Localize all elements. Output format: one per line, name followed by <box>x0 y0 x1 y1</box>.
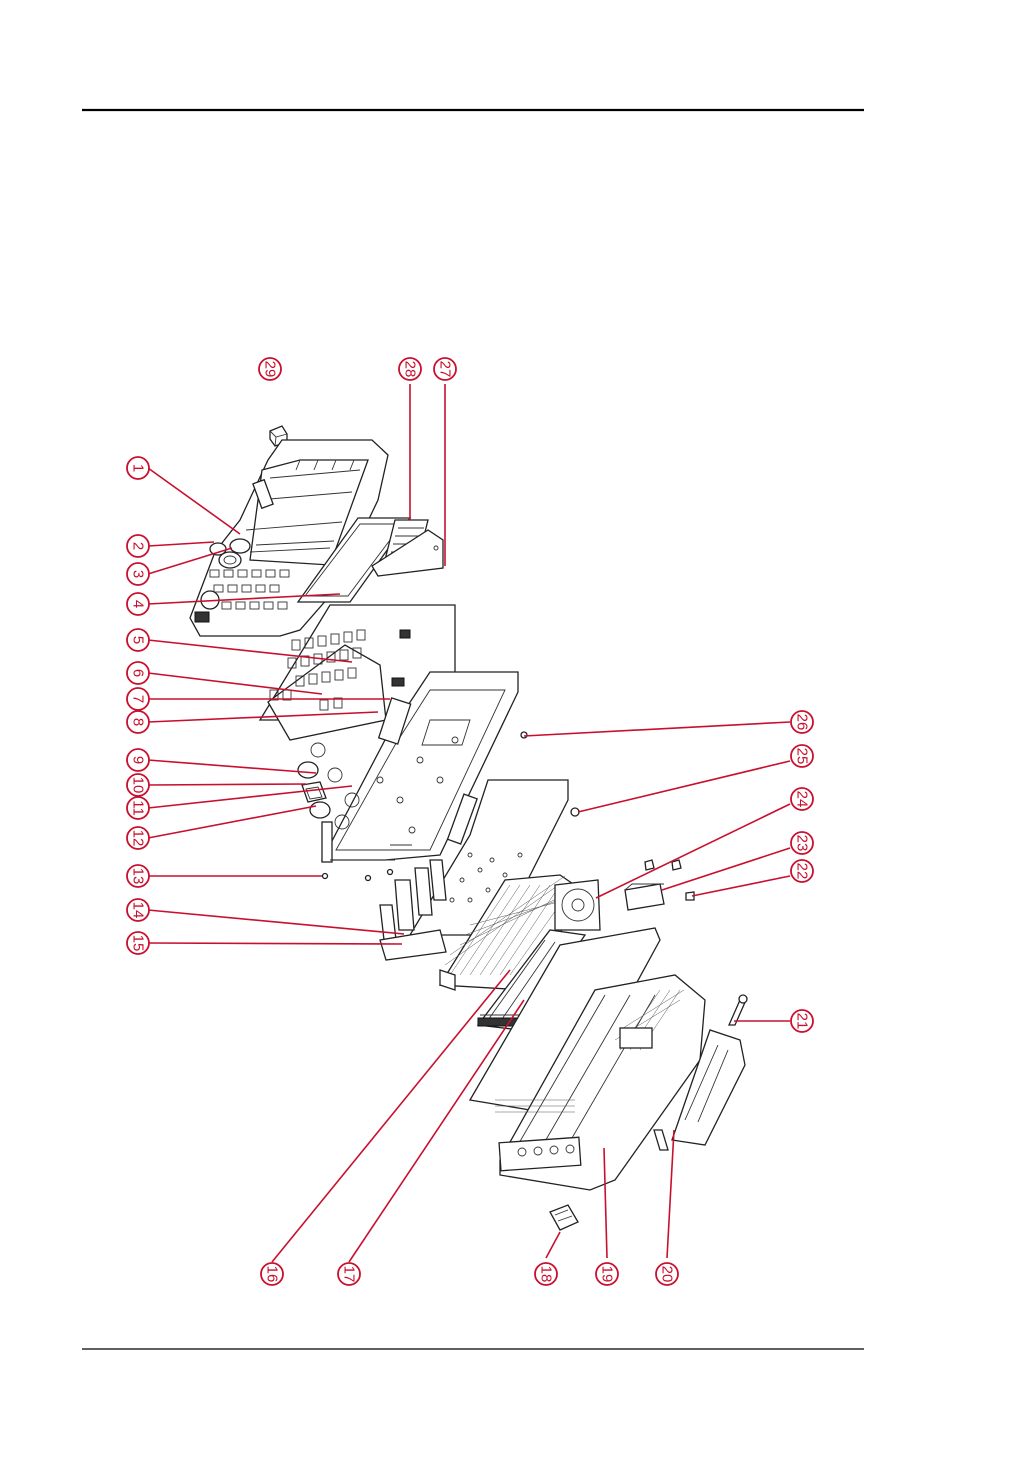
leader-25 <box>578 761 790 812</box>
parts-line-art <box>190 426 747 1230</box>
callout-10-label: 10 <box>130 777 147 794</box>
callout-4: 4 <box>127 593 149 615</box>
callout-14-label: 14 <box>130 902 147 919</box>
callout-6: 6 <box>127 662 149 684</box>
callout-29-label: 29 <box>262 361 279 378</box>
callout-28: 28 <box>399 358 421 380</box>
callout-26-label: 26 <box>794 714 811 731</box>
callout-2: 2 <box>127 535 149 557</box>
callout-29: 29 <box>259 358 281 380</box>
callout-12-label: 12 <box>130 830 147 847</box>
callout-3-label: 3 <box>130 570 147 578</box>
callout-21: 21 <box>791 1010 813 1032</box>
callout-18-label: 18 <box>538 1266 555 1283</box>
leader-9 <box>148 760 316 773</box>
part-10-11-gasket <box>302 782 326 802</box>
leader-2 <box>148 542 214 546</box>
part-12-seal <box>310 802 330 818</box>
leader-22 <box>692 876 790 896</box>
callout-28-label: 28 <box>402 361 419 378</box>
callout-7-label: 7 <box>130 695 147 703</box>
part-13-screws <box>323 870 393 881</box>
callout-9-label: 9 <box>130 756 147 764</box>
callout-19: 19 <box>596 1263 618 1285</box>
callout-10: 10 <box>127 774 149 796</box>
callout-21-label: 21 <box>794 1013 811 1030</box>
callout-25-label: 25 <box>794 748 811 765</box>
callout-22-label: 22 <box>794 863 811 880</box>
callout-15: 15 <box>127 932 149 954</box>
callout-11: 11 <box>127 797 149 819</box>
callout-4-label: 4 <box>130 600 147 608</box>
leader-1 <box>148 468 240 534</box>
callout-5-label: 5 <box>130 636 147 644</box>
callout-22: 22 <box>791 860 813 882</box>
part-9-seal <box>298 762 318 778</box>
leader-24 <box>596 804 790 898</box>
leader-14 <box>148 910 404 934</box>
callout-15-label: 15 <box>130 935 147 952</box>
leader-10 <box>148 784 306 785</box>
callout-bubbles: 1 2 3 4 5 6 7 8 9 10 11 <box>127 358 813 1285</box>
part-23-block <box>625 884 664 910</box>
callout-12: 12 <box>127 827 149 849</box>
part-3-knob <box>219 552 241 568</box>
leader-15 <box>148 943 402 944</box>
callout-3: 3 <box>127 563 149 585</box>
callout-1-label: 1 <box>130 464 147 472</box>
part-26-screw <box>521 732 527 738</box>
leader-16 <box>272 970 510 1262</box>
callout-7: 7 <box>127 688 149 710</box>
callout-17-label: 17 <box>341 1266 358 1283</box>
part-25-screw <box>571 808 579 816</box>
callout-16-label: 16 <box>264 1266 281 1283</box>
callout-17: 17 <box>338 1263 360 1285</box>
callout-13: 13 <box>127 865 149 887</box>
leader-18 <box>546 1232 560 1258</box>
leader-12 <box>148 806 316 838</box>
callout-14: 14 <box>127 899 149 921</box>
callout-18: 18 <box>535 1263 557 1285</box>
callout-24: 24 <box>791 788 813 810</box>
callout-16: 16 <box>261 1263 283 1285</box>
callout-25: 25 <box>791 745 813 767</box>
callout-9: 9 <box>127 749 149 771</box>
callout-5: 5 <box>127 629 149 651</box>
leader-23 <box>662 848 790 890</box>
callout-8-label: 8 <box>130 718 147 726</box>
callout-27: 27 <box>434 358 456 380</box>
callout-11-label: 11 <box>130 800 147 816</box>
callout-23: 23 <box>791 832 813 854</box>
leader-17 <box>349 1000 524 1262</box>
part-24-fan <box>555 880 600 930</box>
callout-2-label: 2 <box>130 542 147 550</box>
callout-27-label: 27 <box>437 361 454 378</box>
callout-23-label: 23 <box>794 835 811 852</box>
callout-26: 26 <box>791 711 813 733</box>
callout-1: 1 <box>127 457 149 479</box>
callout-19-label: 19 <box>599 1266 616 1283</box>
callout-24-label: 24 <box>794 791 811 808</box>
callout-20: 20 <box>656 1263 678 1285</box>
leader-26 <box>524 722 790 736</box>
callout-20-label: 20 <box>659 1266 676 1283</box>
callout-6-label: 6 <box>130 669 147 677</box>
callout-8: 8 <box>127 711 149 733</box>
part-18-small-block <box>550 1205 578 1230</box>
callout-13-label: 13 <box>130 868 147 885</box>
